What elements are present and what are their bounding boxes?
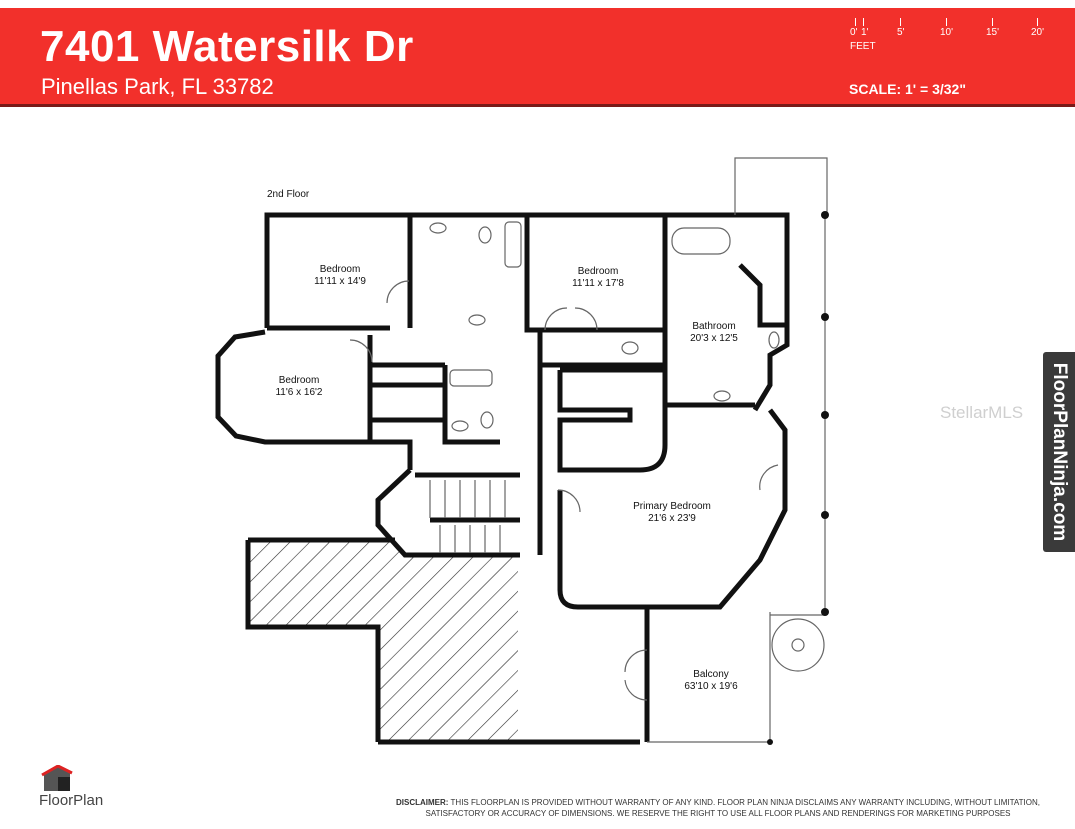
balcony-railing xyxy=(734,157,828,215)
door-swing xyxy=(349,280,779,701)
scale-tick-label: 0' xyxy=(850,27,858,38)
logo-text: FloorPlan xyxy=(39,792,104,809)
scale-tick xyxy=(855,18,856,26)
bathtub xyxy=(671,227,731,255)
hatched-deck xyxy=(250,542,518,740)
floorplanninja-side-tab[interactable]: FloorPlanNinja.com xyxy=(1043,352,1075,552)
wall xyxy=(557,370,668,473)
scale-tick xyxy=(900,18,901,26)
sink xyxy=(429,222,447,234)
scale-tick-label: 1' xyxy=(861,27,869,38)
wall xyxy=(442,365,500,445)
scale-tick-label: 15' xyxy=(986,27,1000,38)
sink xyxy=(468,314,486,326)
wall xyxy=(738,263,787,328)
scale-tick xyxy=(1037,18,1038,26)
sink xyxy=(713,390,731,402)
wall xyxy=(415,472,520,523)
scale-tick-label: 5' xyxy=(897,27,905,38)
balcony-railing xyxy=(647,215,826,743)
wall xyxy=(370,362,445,423)
wall xyxy=(662,330,755,408)
scale-tick xyxy=(946,18,947,26)
floorplan-logo-icon xyxy=(41,765,73,791)
wall xyxy=(557,408,788,610)
floor-label: 2nd Floor xyxy=(267,189,310,200)
scale-unit: FEET xyxy=(850,41,876,52)
toilet xyxy=(480,411,494,429)
toilet xyxy=(478,226,492,244)
bathtub xyxy=(504,221,522,268)
toilet xyxy=(621,341,639,355)
spiral-stair xyxy=(771,618,825,672)
scale-tick xyxy=(992,18,993,26)
disclaimer: DISCLAIMER: THIS FLOORPLAN IS PROVIDED W… xyxy=(396,798,1040,818)
wall xyxy=(524,215,668,333)
scale-tick-label: 10' xyxy=(940,27,954,38)
wall xyxy=(245,537,395,742)
scale-text: SCALE: 1' = 3/32" xyxy=(849,81,966,97)
sink xyxy=(451,420,469,432)
sink xyxy=(768,331,780,349)
wall xyxy=(537,330,665,368)
bathtub xyxy=(449,369,493,387)
wall xyxy=(752,330,790,412)
wall xyxy=(375,468,520,558)
scale-tick-label: 20' xyxy=(1031,27,1045,38)
scale-tick xyxy=(863,18,864,26)
watermark: StellarMLS xyxy=(940,403,1024,422)
header-banner: 7401 Watersilk Dr Pinellas Park, FL 3378… xyxy=(0,8,1075,107)
wall xyxy=(215,329,413,470)
property-address: 7401 Watersilk Dr xyxy=(40,22,414,71)
property-city: Pinellas Park, FL 33782 xyxy=(41,74,274,99)
